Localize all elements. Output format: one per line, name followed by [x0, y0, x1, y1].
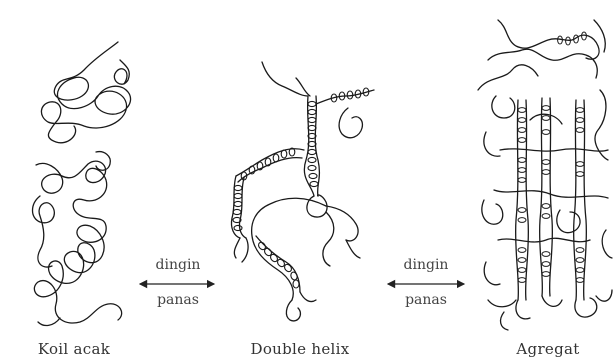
- double-helix-beads: [233, 88, 369, 288]
- arrow-right-top-label: dingin: [404, 257, 449, 273]
- random-coil-chain-lower: [33, 152, 122, 326]
- random-coil-chain-upper: [41, 42, 130, 143]
- double-helix-chains: [231, 62, 374, 321]
- arrow-left-bottom-label: panas: [157, 292, 199, 308]
- arrow-left-top-label: dingin: [156, 257, 201, 273]
- aggregate-label: Agregat: [516, 340, 579, 358]
- aggregate-network: [478, 20, 612, 330]
- arrow-right-bottom-label: panas: [405, 292, 447, 308]
- double-helix-label: Double helix: [251, 340, 350, 358]
- random-coil-label: Koil acak: [38, 340, 110, 358]
